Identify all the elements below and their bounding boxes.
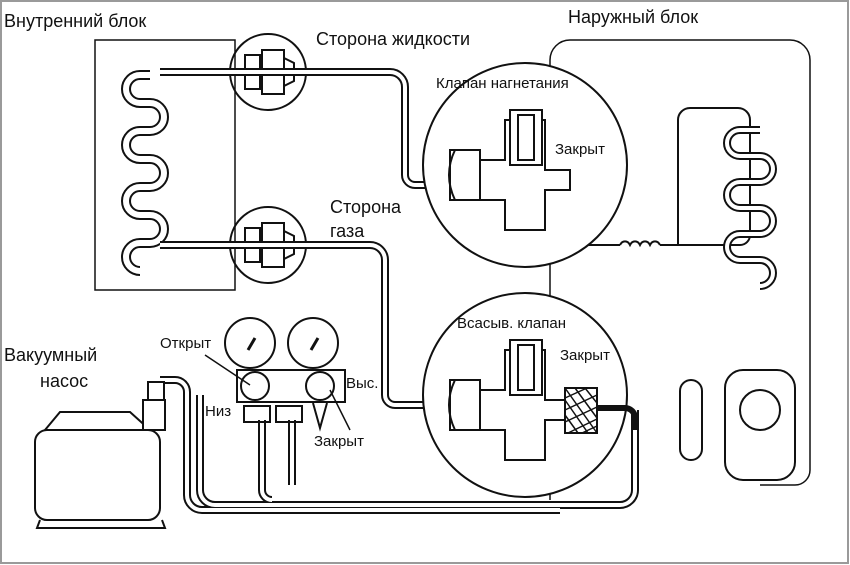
- discharge-valve: [422, 62, 628, 268]
- compressor: [724, 369, 796, 481]
- suction-closed-label: Закрыт: [560, 347, 610, 364]
- vacuum-pump: [34, 381, 167, 529]
- gauge-closed-label: Закрыт: [314, 433, 364, 450]
- gauge-low-label: Низ: [205, 403, 232, 420]
- suction-valve: [422, 292, 638, 498]
- vacuum-pump-label-2: насос: [40, 371, 89, 391]
- discharge-valve-label: Клапан нагнетания: [436, 75, 569, 92]
- gauge-open-label: Открыт: [160, 335, 212, 352]
- gas-side-label-2: газа: [330, 221, 365, 241]
- gas-side-label-1: Сторона: [330, 197, 402, 217]
- pipes-inner: [160, 70, 637, 512]
- leader-lines: [204, 354, 351, 431]
- manifold-gauge: [224, 317, 346, 432]
- gauge-high-label: Выс.: [346, 375, 379, 392]
- outdoor-unit-label: Наружный блок: [568, 7, 699, 27]
- suction-valve-label: Всасыв. клапан: [457, 315, 567, 332]
- discharge-closed-label: Закрыт: [555, 141, 605, 158]
- liquid-side-label: Сторона жидкости: [316, 29, 471, 49]
- accumulator: [679, 379, 703, 461]
- indoor-unit-label: Внутренний блок: [4, 11, 147, 31]
- indoor-unit: [94, 39, 236, 291]
- vacuum-pump-label-1: Вакуумный: [4, 345, 98, 365]
